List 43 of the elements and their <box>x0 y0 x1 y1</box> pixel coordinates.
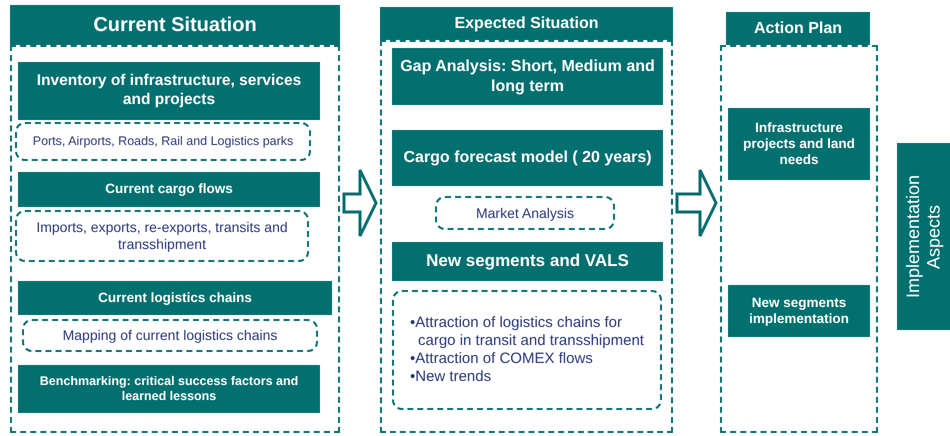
dashed-panel <box>10 45 340 433</box>
box-text: Mapping of current logistics chains <box>62 327 278 344</box>
box-text: Market Analysis <box>476 204 574 222</box>
bullet-item: •New trends <box>410 368 492 386</box>
box-text: Ports, Airports, Roads, Rail and Logistics parks <box>32 134 294 149</box>
side-box <box>897 143 950 330</box>
box-text: New segments implementation <box>748 294 850 328</box>
box-text: Cargo forecast model ( 20 years) <box>403 148 652 168</box>
column-title: Expected Situation <box>454 14 599 32</box>
dashed-box <box>392 290 662 410</box>
process-box <box>18 281 332 315</box>
process-box <box>392 48 663 105</box>
box-text: Imports, exports, re-exports, transits and transshipment <box>35 219 289 253</box>
box-text: Gap Analysis: Short, Medium and long term <box>399 57 656 96</box>
process-box <box>728 108 870 180</box>
process-box <box>392 242 663 281</box>
column-header <box>380 7 673 40</box>
process-box <box>728 285 870 337</box>
column-title: Current Situation <box>93 14 257 36</box>
dashed-box <box>15 122 311 161</box>
bullet-item: •Attraction of COMEX flows <box>410 350 593 368</box>
hollow-arrow <box>342 168 378 238</box>
box-text: New segments and VALS <box>426 251 629 272</box>
column-header <box>726 12 870 45</box>
dashed-panel <box>380 40 673 433</box>
hollow-arrow <box>676 168 718 238</box>
dashed-box <box>22 319 318 352</box>
column-header <box>10 5 340 45</box>
box-text: Benchmarking: critical success factors and learned lessons <box>38 374 300 404</box>
process-box <box>18 365 320 413</box>
box-text: Infrastructure projects and land needs <box>742 120 856 168</box>
box-text: Inventory of infrastructure, services and projects <box>36 72 302 110</box>
box-text: Current logistics chains <box>98 290 252 306</box>
process-box <box>392 130 663 186</box>
box-text: Implementation Aspects <box>902 174 944 300</box>
box-text: Current cargo flows <box>105 181 233 198</box>
dashed-panel <box>720 45 878 433</box>
bullet-item: •Attraction of logistics chains for cargo in transit and transshipment <box>410 314 645 350</box>
process-box <box>18 62 320 120</box>
column-title: Action Plan <box>754 20 842 38</box>
dashed-box <box>435 196 615 230</box>
process-box <box>18 172 320 207</box>
dashed-box <box>15 210 309 262</box>
